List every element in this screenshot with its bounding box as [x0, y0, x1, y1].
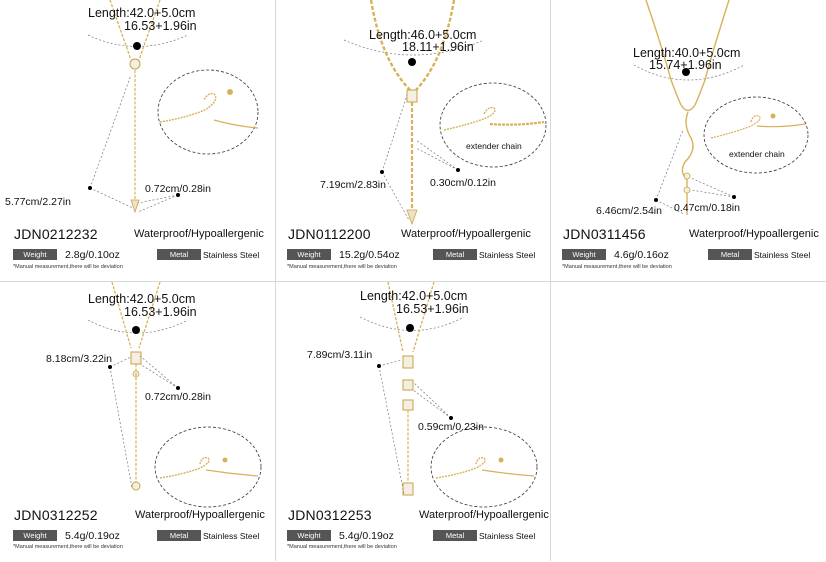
pendant-measurement: 0.72cm/0.28in: [145, 183, 211, 195]
metal-pill: Metal: [708, 249, 752, 260]
extender-label: extender chain: [729, 149, 785, 159]
length-inches: 18.11+1.96in: [402, 40, 474, 54]
extender-label: extender chain: [466, 141, 522, 151]
length-inches: 16.53+1.96in: [396, 302, 469, 316]
pendant-measurement: 0.30cm/0.12in: [430, 177, 496, 189]
product-card-1: Length:42.0+5.0cm 16.53+1.96in 5.77cm/2.…: [0, 0, 274, 280]
weight-pill: Weight: [287, 249, 331, 260]
weight-value: 5.4g/0.19oz: [339, 530, 394, 542]
necklace-illustration: [359, 282, 538, 508]
product-card-4: Length:42.0+5.0cm 16.53+1.96in 8.18cm/3.…: [0, 282, 274, 562]
length-label: Length:42.0+5.0cm: [360, 289, 468, 303]
length-inches: 16.53+1.96in: [124, 305, 197, 319]
metal-value: Stainless Steel: [754, 250, 811, 260]
necklace-illustration: [87, 0, 259, 214]
drop-measurement: 6.46cm/2.54in: [596, 205, 662, 217]
weight-pill: Weight: [562, 249, 606, 260]
drop-measurement: 8.18cm/3.22in: [46, 353, 112, 365]
metal-value: Stainless Steel: [479, 250, 536, 260]
weight-pill: Weight: [287, 530, 331, 541]
measurement-note: *Manual measurement,there will be deviat…: [287, 544, 397, 550]
length-inches: 15.74+1.96in: [649, 58, 722, 72]
weight-value: 15.2g/0.54oz: [339, 249, 400, 261]
metal-value: Stainless Steel: [479, 531, 536, 541]
metal-pill: Metal: [157, 530, 201, 541]
weight-value: 2.8g/0.10oz: [65, 249, 120, 261]
product-sku: JDN0112200: [288, 226, 371, 242]
feature-text: Waterproof/Hypoallergenic: [689, 228, 819, 240]
pendant-measurement: 0.59cm/0.23in: [418, 421, 484, 433]
feature-text: Waterproof/Hypoallergenic: [401, 228, 531, 240]
pendant-measurement: 0.47cm/0.18in: [674, 202, 740, 214]
length-label: Length:42.0+5.0cm: [88, 292, 196, 306]
measurement-note: *Manual measurement,there will be deviat…: [287, 264, 397, 270]
product-card-5: Length:42.0+5.0cm 16.53+1.96in 7.89cm/3.…: [276, 282, 550, 562]
metal-value: Stainless Steel: [203, 531, 260, 541]
grid-divider: [550, 0, 551, 561]
weight-pill: Weight: [13, 530, 57, 541]
metal-pill: Metal: [433, 249, 477, 260]
necklace-illustration: [87, 282, 262, 508]
necklace-illustration: [343, 0, 547, 226]
product-sku: JDN0311456: [563, 226, 646, 242]
feature-text: Waterproof/Hypoallergenic: [134, 228, 264, 240]
weight-value: 4.6g/0.16oz: [614, 249, 669, 261]
measurement-note: *Manual measurement,there will be deviat…: [562, 264, 672, 270]
metal-pill: Metal: [433, 530, 477, 541]
feature-text: Waterproof/Hypoallergenic: [419, 509, 549, 521]
length-label: Length:40.0+5.0cm: [633, 46, 741, 60]
measurement-note: *Manual measurement,there will be deviat…: [13, 544, 123, 550]
length-label: Length:46.0+5.0cm: [369, 28, 477, 42]
product-sku: JDN0212232: [14, 226, 98, 242]
metal-value: Stainless Steel: [203, 250, 260, 260]
drop-measurement: 7.89cm/3.11in: [307, 349, 373, 361]
product-card-2: Length:46.0+5.0cm 18.11+1.96in extender …: [276, 0, 550, 280]
pendant-measurement: 0.72cm/0.28in: [145, 391, 211, 403]
product-sku: JDN0312253: [288, 507, 372, 523]
metal-pill: Metal: [157, 249, 201, 260]
product-sku: JDN0312252: [14, 507, 98, 523]
feature-text: Waterproof/Hypoallergenic: [135, 509, 265, 521]
length-inches: 16.53+1.96in: [124, 19, 197, 33]
drop-measurement: 7.19cm/2.83in: [320, 179, 386, 191]
measurement-note: *Manual measurement,there will be deviat…: [13, 264, 123, 270]
grid-divider: [0, 281, 826, 282]
drop-measurement: 5.77cm/2.27in: [5, 196, 71, 208]
weight-value: 5.4g/0.19oz: [65, 530, 120, 542]
grid-divider: [275, 0, 276, 561]
product-card-3: Length:40.0+5.0cm 15.74+1.96in extender …: [551, 0, 825, 280]
weight-pill: Weight: [13, 249, 57, 260]
necklace-illustration: [633, 0, 809, 215]
length-label: Length:42.0+5.0cm: [88, 6, 196, 20]
